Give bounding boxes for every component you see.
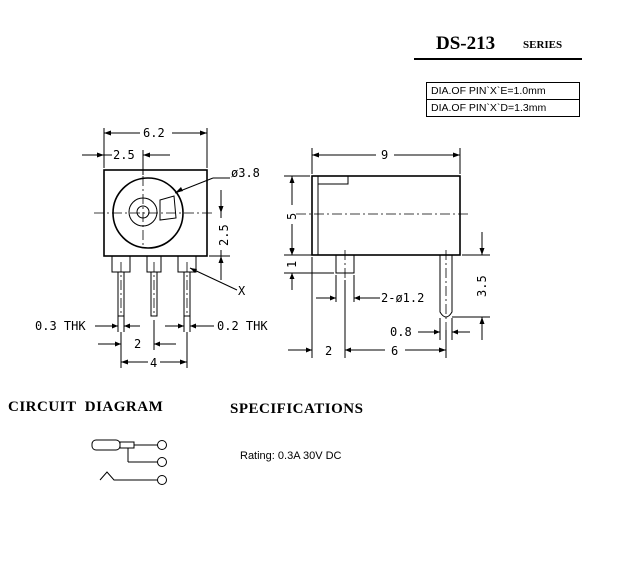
dimension-arrows	[330, 295, 360, 301]
title-underline	[414, 58, 582, 60]
side-view: 9 5 1 2-ø1.2	[284, 148, 490, 358]
plug-body-symbol	[91, 439, 121, 451]
model-title: DS-213	[436, 33, 496, 54]
leader-arrow	[175, 187, 183, 193]
dim-pin-width-label: 0.8	[390, 325, 412, 339]
dim-height-label: 2.5	[217, 224, 231, 246]
dim-hole-label: ø3.8	[231, 166, 260, 180]
dim-width-label: 6.2	[143, 126, 165, 140]
pin-diameter-note: DIA.OF PIN`X`D=1.3mm	[427, 99, 579, 116]
plug-tip-symbol	[119, 441, 135, 449]
dimension-arrows	[289, 249, 295, 279]
circuit-diagram-heading: CIRCUIT DIAGRAM	[8, 399, 164, 415]
dim-side-height-label: 5	[285, 213, 299, 220]
leader-arrow	[190, 268, 197, 273]
dim-stand-label: 1	[285, 261, 299, 268]
label-mask	[148, 355, 160, 369]
leader-line	[189, 267, 238, 291]
dim-pin-dia-label: 2-ø1.2	[381, 291, 424, 305]
dim-span-label: 4	[150, 356, 157, 370]
terminal-circle	[157, 457, 167, 467]
dim-thk-left-label: 0.3 THK	[35, 319, 86, 333]
pin-diameter-table: DIA.OF PIN`X`E=1.0mm DIA.OF PIN`X`D=1.3m…	[426, 82, 580, 117]
dimension-arrows	[178, 323, 196, 329]
dimension-arrows	[121, 359, 187, 365]
dim-front-offset-label: 2	[325, 344, 332, 358]
side-top-tab	[317, 175, 349, 185]
rating-text: Rating: 0.3A 30V DC	[240, 450, 342, 462]
pin-diameter-note: DIA.OF PIN`X`E=1.0mm	[431, 85, 546, 97]
pin-x-label: X	[238, 284, 246, 298]
terminal-circle	[157, 440, 167, 450]
specifications-heading: SPECIFICATIONS	[230, 401, 364, 417]
dim-offset-label: 2.5	[113, 148, 135, 162]
switch-contact-symbol	[99, 471, 158, 481]
dim-pin-length-label: 3.5	[475, 275, 489, 297]
series-label: SERIES	[523, 39, 563, 51]
dim-pin-pitch-label: 6	[391, 344, 398, 358]
dimension-arrows	[112, 323, 130, 329]
dim-thk-right-label: 0.2 THK	[217, 319, 268, 333]
front-view: 6.2 2.5 ø3.8 2.5 X	[35, 126, 268, 370]
dim-pitch-label: 2	[134, 337, 141, 351]
side-body-outline	[311, 175, 461, 256]
spring-contact	[159, 195, 177, 221]
circuit-diagram	[91, 439, 167, 485]
dim-length-label: 9	[381, 148, 388, 162]
dimension-arrows	[434, 329, 458, 335]
terminal-circle	[157, 475, 167, 485]
